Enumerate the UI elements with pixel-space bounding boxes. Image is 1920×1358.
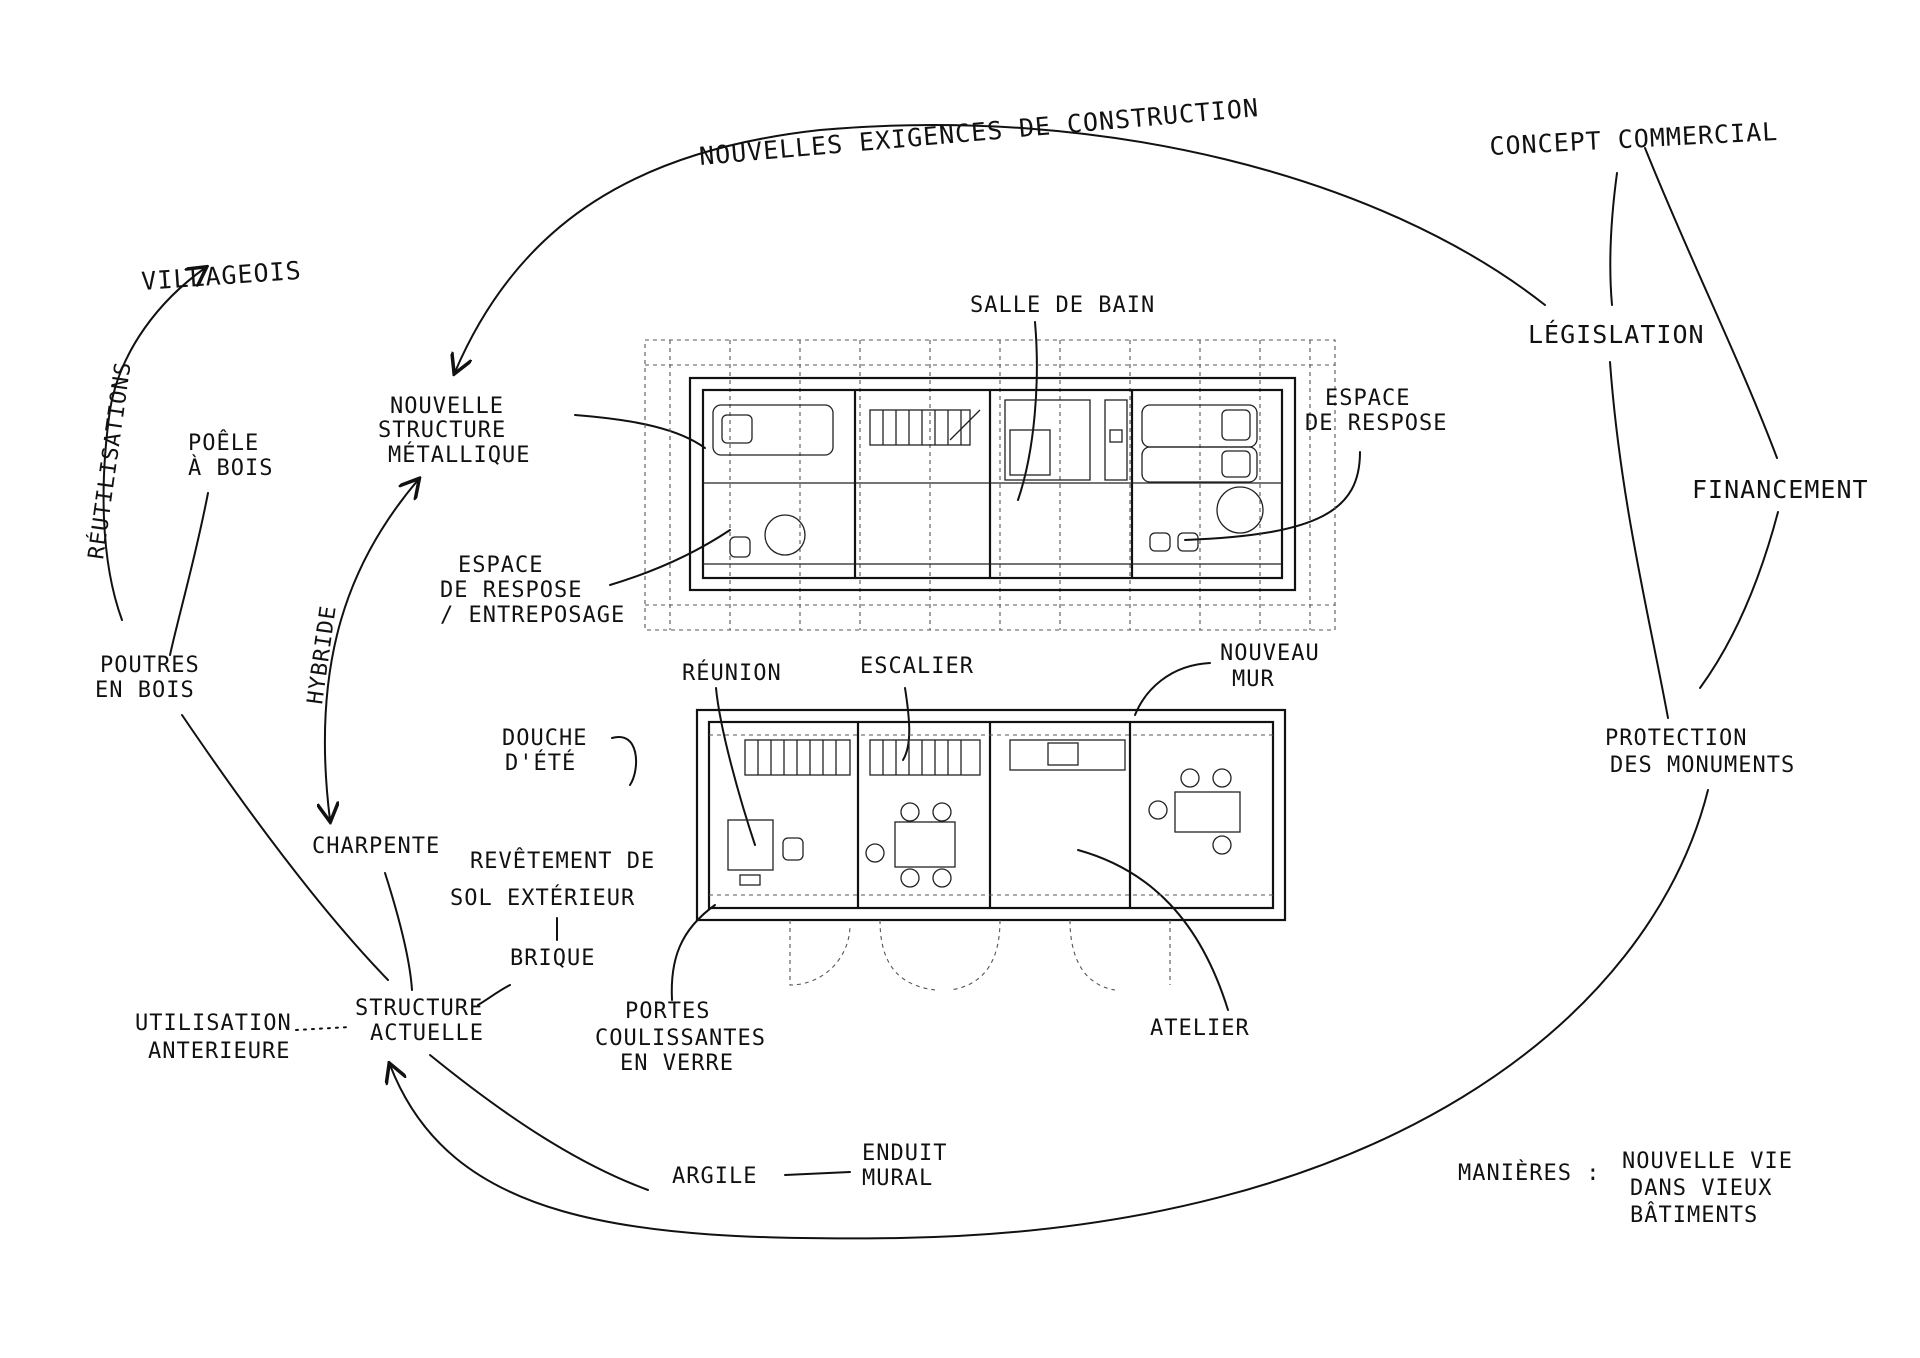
label-nouvelle-vie-line3: BÂTIMENTS xyxy=(1630,1202,1758,1228)
line-concept-financement xyxy=(1644,147,1778,459)
line-financement-protection xyxy=(1699,511,1779,689)
label-structure-actuelle-line2: ACTUELLE xyxy=(370,1021,484,1046)
label-concept-commercial: CONCEPT COMMERCIAL xyxy=(1489,117,1779,161)
line-structure-argile xyxy=(429,1054,649,1191)
label-manieres: MANIÈRES : xyxy=(1458,1160,1600,1186)
label-nouvelle-structure-line2: STRUCTURE xyxy=(378,418,506,443)
label-douche-line1: DOUCHE xyxy=(502,726,587,751)
label-brique: BRIQUE xyxy=(510,946,595,971)
leader-nouvelle-structure xyxy=(574,414,706,449)
label-espace-entreposage-line1: ESPACE xyxy=(458,553,543,578)
label-escalier: ESCALIER xyxy=(860,654,974,679)
leader-salle-de-bain xyxy=(1017,321,1038,501)
label-revetement-line1: REVÊTEMENT DE xyxy=(470,848,655,874)
label-nouvelle-structure-line1: NOUVELLE xyxy=(390,394,504,419)
label-salle-de-bain: SALLE DE BAIN xyxy=(970,293,1155,318)
line-concept-legislation xyxy=(1609,172,1618,306)
label-nouveau-mur-line2: MUR xyxy=(1232,667,1275,692)
label-portes-line2: COULISSANTES xyxy=(595,1026,766,1051)
label-protection-line2: DES MONUMENTS xyxy=(1610,753,1795,778)
leader-atelier xyxy=(1077,849,1229,1011)
arrow-hybride xyxy=(325,480,418,820)
line-brique-structure xyxy=(477,984,511,1006)
label-nouvelle-vie-line2: DANS VIEUX xyxy=(1630,1176,1772,1201)
leader-portes xyxy=(670,904,716,1001)
label-nouvelle-structure-line3: MÉTALLIQUE xyxy=(388,442,530,468)
label-structure-actuelle-line1: STRUCTURE xyxy=(355,996,483,1021)
line-argile-enduit xyxy=(784,1171,851,1176)
labels: NOUVELLES EXIGENCES DE CONSTRUCTION CONC… xyxy=(83,93,1869,1228)
leader-douche xyxy=(611,735,638,786)
label-espace-entreposage-line3: / ENTREPOSAGE xyxy=(440,603,625,628)
label-poutres-line1: POUTRES xyxy=(100,653,200,678)
label-espace-repose-line2: DE RESPOSE xyxy=(1305,411,1447,436)
label-nouvelles-exigences: NOUVELLES EXIGENCES DE CONSTRUCTION xyxy=(698,93,1260,171)
arc-protection-structure xyxy=(390,789,1709,1240)
upper-floor-plan xyxy=(644,339,1336,631)
label-poutres-line2: EN BOIS xyxy=(95,678,195,703)
label-atelier: ATELIER xyxy=(1150,1016,1250,1041)
label-protection-line1: PROTECTION xyxy=(1605,726,1747,751)
label-enduit-line2: MURAL xyxy=(862,1166,933,1191)
label-douche-line2: D'ÉTÉ xyxy=(505,750,576,776)
label-utilisation-line2: ANTERIEURE xyxy=(148,1039,290,1064)
arc-nouvelles-exigences xyxy=(455,124,1546,372)
leader-reunion xyxy=(715,687,756,846)
label-legislation: LÉGISLATION xyxy=(1528,320,1705,349)
leader-nouveau-mur xyxy=(1134,662,1211,716)
label-hybride: HYBRIDE xyxy=(303,604,342,706)
arrow-reutilisations xyxy=(102,268,205,621)
label-financement: FINANCEMENT xyxy=(1692,475,1869,504)
label-espace-entreposage-line2: DE RESPOSE xyxy=(440,578,582,603)
label-nouveau-mur-line1: NOUVEAU xyxy=(1220,641,1320,666)
label-reutilisations: RÉUTILISATIONS xyxy=(83,360,137,561)
line-poele-poutres xyxy=(169,492,209,656)
label-charpente: CHARPENTE xyxy=(312,834,440,859)
lower-floor-plan xyxy=(695,708,1287,991)
connector-lines xyxy=(102,124,1779,1240)
label-poele-line2: À BOIS xyxy=(188,455,273,481)
line-charpente-structure xyxy=(384,872,413,991)
leader-espace-entreposage xyxy=(609,529,731,586)
leader-escalier xyxy=(902,687,911,761)
label-portes-line3: EN VERRE xyxy=(620,1051,734,1076)
line-legislation-protection xyxy=(1609,361,1669,719)
line-utilisation-structure xyxy=(295,1026,351,1031)
label-revetement-line2: SOL EXTÉRIEUR xyxy=(450,885,635,911)
label-espace-repose-line1: ESPACE xyxy=(1325,386,1410,411)
label-utilisation-line1: UTILISATION xyxy=(135,1011,292,1036)
label-portes-line1: PORTES xyxy=(625,999,710,1024)
line-poutres-structure xyxy=(181,714,389,981)
leader-espace-repose xyxy=(1184,451,1361,541)
label-villageois: VILLAGEOIS xyxy=(140,256,302,296)
label-enduit-line1: ENDUIT xyxy=(862,1141,947,1166)
label-poele-line1: POÊLE xyxy=(188,430,259,456)
label-reunion: RÉUNION xyxy=(682,660,782,686)
label-nouvelle-vie-line1: NOUVELLE VIE xyxy=(1622,1149,1793,1174)
label-argile: ARGILE xyxy=(672,1164,757,1189)
